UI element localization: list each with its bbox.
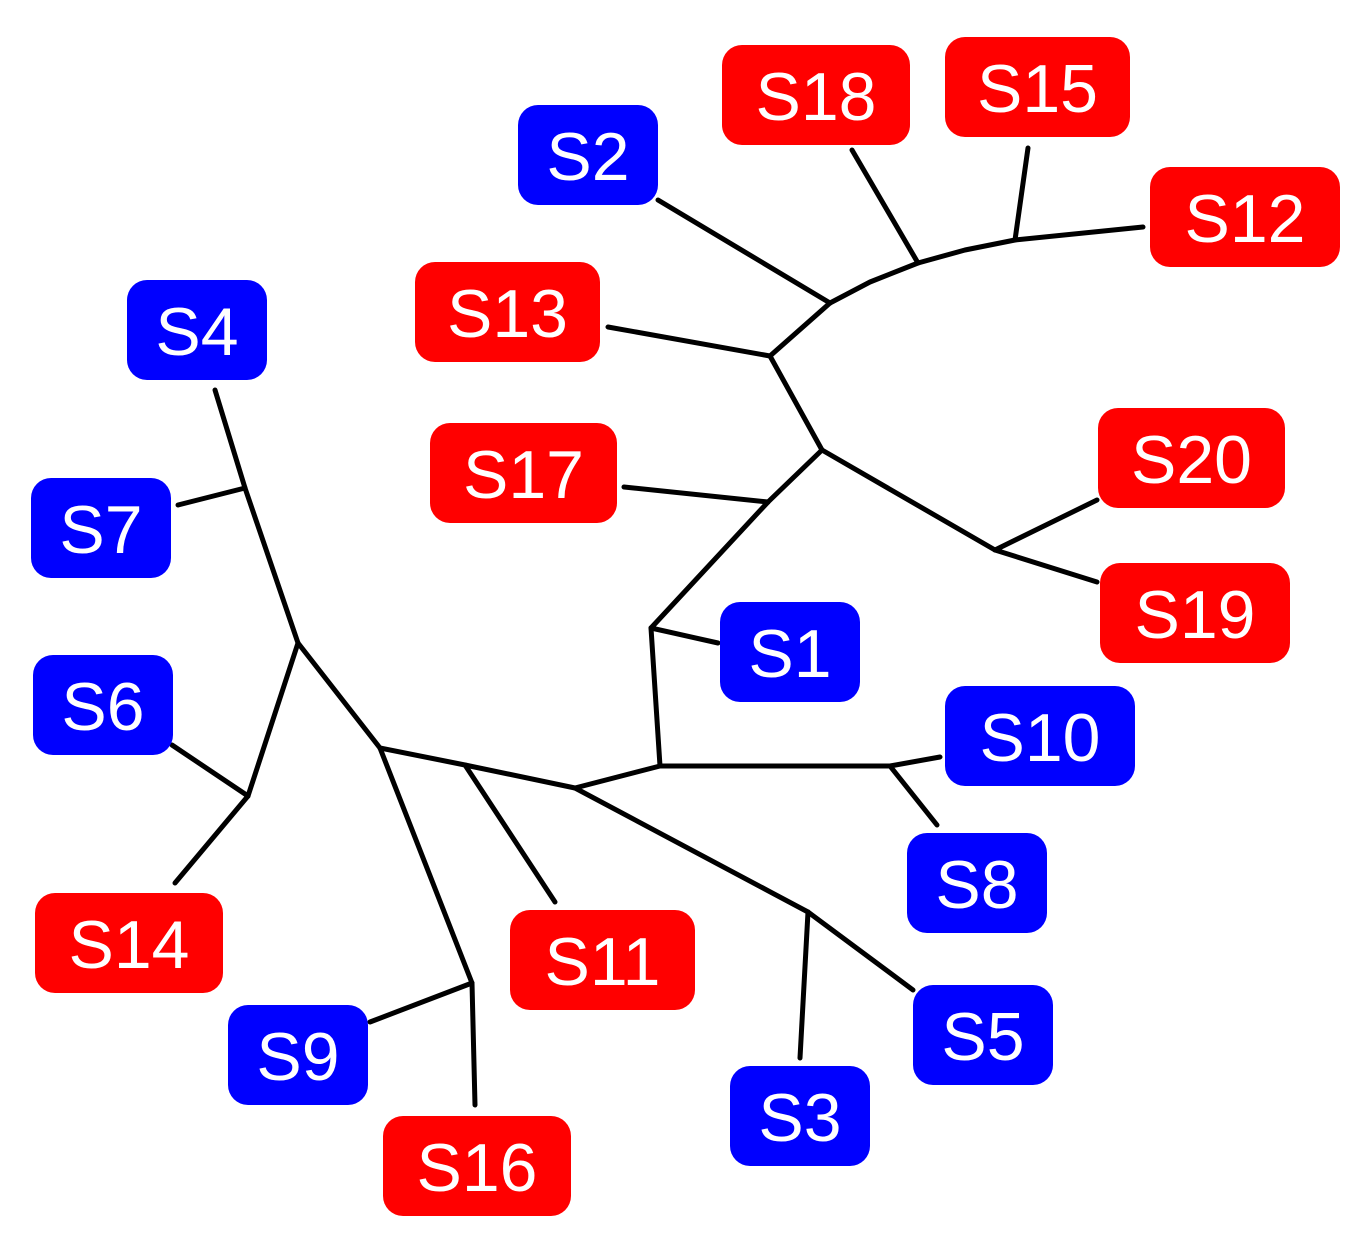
branch: [767, 353, 825, 453]
branch: [605, 324, 773, 359]
leaf-label: S7: [59, 492, 142, 568]
leaf-s9: S9: [228, 1005, 368, 1105]
branch: [242, 485, 301, 646]
branch: [462, 762, 558, 905]
leaf-label: S19: [1135, 577, 1256, 653]
leaf-box: [127, 280, 267, 380]
branch: [765, 447, 825, 505]
leaf-box: [33, 655, 173, 755]
leaf-label: S3: [758, 1080, 841, 1156]
leaf-box: [35, 893, 223, 993]
leaf-box: [228, 1005, 368, 1105]
leaf-label: S9: [256, 1019, 339, 1095]
branch: [172, 793, 251, 886]
leaf-label: S18: [756, 59, 877, 135]
leaf-s18: S18: [722, 45, 910, 145]
leaf-label: S4: [155, 294, 238, 370]
leaf-s1: S1: [720, 602, 860, 702]
leaf-s5: S5: [913, 985, 1053, 1085]
branch: [819, 447, 998, 553]
leaf-s19: S19: [1100, 563, 1290, 663]
leaf-s11: S11: [510, 910, 695, 1010]
leaf-s13: S13: [415, 262, 600, 362]
leaf-box: [720, 602, 860, 702]
leaf-box: [31, 478, 171, 578]
leaf-label: S13: [447, 276, 568, 352]
leaf-box: [730, 1066, 870, 1166]
leaf-label: S14: [69, 907, 190, 983]
leaf-label: S15: [977, 51, 1098, 127]
leaf-s8: S8: [907, 833, 1047, 933]
tree-branches: [169, 145, 1146, 1108]
leaf-box: [415, 262, 600, 362]
leaf-s4: S4: [127, 280, 267, 380]
leaf-label: S5: [941, 999, 1024, 1075]
branch: [572, 785, 811, 915]
branch: [767, 300, 833, 359]
leaf-box: [722, 45, 910, 145]
leaf-s3: S3: [730, 1066, 870, 1166]
branch: [572, 763, 663, 791]
branch: [175, 485, 248, 508]
branch: [245, 640, 301, 799]
leaf-label: S17: [463, 437, 584, 513]
leaf-box: [430, 423, 617, 523]
branch: [169, 742, 251, 799]
leaf-s14: S14: [35, 893, 223, 993]
branch: [827, 260, 921, 306]
leaf-label: S8: [935, 847, 1018, 923]
branch: [805, 909, 916, 993]
branch: [377, 745, 468, 768]
branch: [655, 197, 833, 306]
leaf-s17: S17: [430, 423, 617, 523]
leaf-s15: S15: [945, 37, 1130, 137]
leaf-box: [945, 686, 1135, 786]
branch: [915, 237, 1018, 266]
branch: [462, 762, 578, 791]
leaf-label: S2: [546, 119, 629, 195]
branch: [1012, 224, 1146, 243]
branch: [377, 745, 475, 986]
leaf-label: S16: [417, 1130, 538, 1206]
branch: [367, 980, 475, 1025]
leaf-s2: S2: [518, 105, 658, 205]
leaf-box: [510, 910, 695, 1010]
leaf-label: S12: [1185, 181, 1306, 257]
branch: [797, 909, 811, 1061]
leaf-label: S6: [61, 669, 144, 745]
branch: [849, 147, 921, 266]
branch: [648, 499, 771, 631]
branch: [992, 547, 1100, 585]
branch: [469, 980, 478, 1108]
leaf-s7: S7: [31, 478, 171, 578]
leaf-s6: S6: [33, 655, 173, 755]
branch: [621, 484, 771, 505]
branch: [992, 497, 1100, 553]
leaf-s12: S12: [1150, 167, 1340, 267]
leaf-box: [1100, 563, 1290, 663]
leaf-box: [1150, 167, 1340, 267]
leaf-box: [913, 985, 1053, 1085]
leaf-label: S10: [980, 700, 1101, 776]
branch: [648, 625, 663, 769]
leaf-box: [907, 833, 1047, 933]
branch: [887, 763, 940, 828]
leaf-box: [518, 105, 658, 205]
branch: [648, 625, 721, 646]
branch: [212, 387, 248, 491]
leaf-s20: S20: [1098, 408, 1285, 508]
leaf-label: S1: [748, 616, 831, 692]
branch: [887, 754, 943, 769]
leaf-s16: S16: [383, 1116, 571, 1216]
leaf-label: S11: [545, 924, 661, 1000]
branch: [1012, 145, 1031, 243]
leaf-s10: S10: [945, 686, 1135, 786]
leaf-box: [945, 37, 1130, 137]
leaf-box: [1098, 408, 1285, 508]
branch: [295, 640, 383, 751]
leaf-label: S20: [1131, 422, 1252, 498]
leaf-box: [383, 1116, 571, 1216]
